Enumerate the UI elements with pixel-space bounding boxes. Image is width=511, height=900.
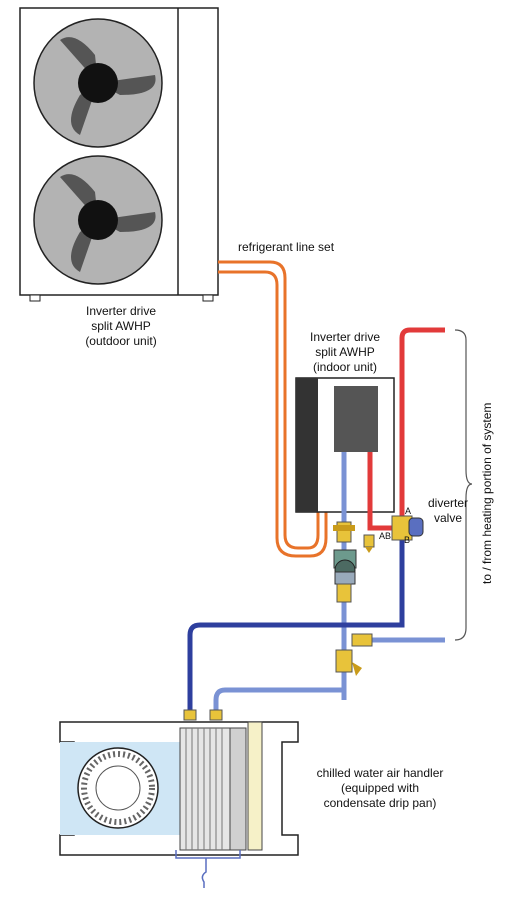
dark-blue-piping [187, 540, 405, 718]
air-handler-label: chilled water air handler (equipped with… [300, 766, 460, 811]
fan-upper [33, 18, 163, 148]
indoor-unit-label-line2: split AWHP [315, 345, 375, 359]
isolation-valve-upper [333, 521, 355, 543]
condensate-drain [201, 858, 207, 888]
outdoor-unit-label-line2: split AWHP [91, 319, 151, 333]
heating-side-brace [454, 329, 473, 641]
condensate-drip-pan [175, 850, 241, 859]
lower-valve [335, 649, 362, 676]
circulator-pump [333, 549, 357, 585]
filter [247, 721, 263, 851]
outdoor-unit-label-line3: (outdoor unit) [85, 334, 157, 348]
diverter-valve-label: diverter valve [418, 496, 478, 526]
outdoor-unit-label-line1: Inverter drive [85, 304, 157, 318]
refrigerant-line-set-label: refrigerant line set [238, 240, 335, 254]
air-handler-label-line3: condensate drip pan) [323, 796, 437, 810]
diverter-valve [391, 515, 424, 541]
port-b-label: B [404, 535, 411, 545]
port-a-label: A [405, 506, 412, 516]
indoor-unit-label: Inverter drive split AWHP (indoor unit) [290, 330, 400, 375]
refrigerant-line-set [218, 260, 328, 558]
indoor-unit-label-line3: (indoor unit) [312, 360, 378, 374]
indoor-unit-label-line1: Inverter drive [309, 330, 381, 344]
purge-valve [363, 534, 375, 553]
air-handler [59, 709, 299, 888]
isolation-valve-lower [336, 583, 352, 603]
hot-supply-piping [367, 327, 445, 531]
coil-connection-valves [183, 709, 223, 721]
fan-lower [33, 155, 163, 285]
diverter-valve-label-line2: valve [433, 511, 462, 525]
valve-near-tee [351, 633, 373, 647]
outdoor-unit-label: Inverter drive split AWHP (outdoor unit) [66, 304, 176, 349]
air-handler-label-line1: chilled water air handler [316, 766, 444, 780]
diverter-valve-label-line1: diverter [427, 496, 468, 510]
outdoor-unit [19, 7, 219, 302]
air-handler-label-line2: (equipped with [340, 781, 420, 795]
heating-side-label: to / from heating portion of system [480, 402, 494, 584]
port-ab-label: AB [379, 531, 392, 541]
